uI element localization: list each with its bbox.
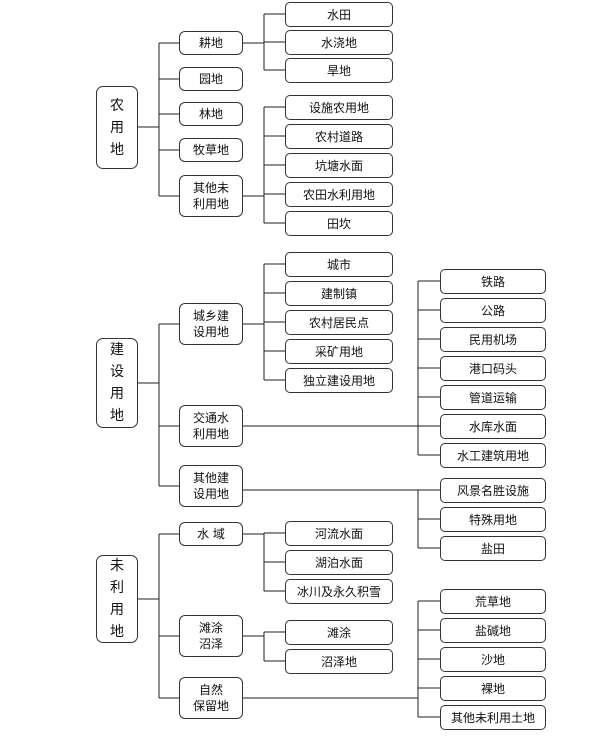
item-mining-land: 采矿用地 — [285, 339, 393, 364]
item-salt-field: 盐田 — [440, 536, 546, 561]
category-urban-rural-construction: 城乡建 设用地 — [179, 303, 243, 345]
item-organized-town: 建制镇 — [285, 281, 393, 306]
root-agricultural-land: 农 用 地 — [96, 86, 138, 169]
item-other-unused-land: 其他未利用土地 — [440, 705, 546, 730]
item-scenic-facility: 风景名胜设施 — [440, 478, 546, 503]
item-pond-water: 坑塘水面 — [285, 153, 393, 178]
item-pipeline-transport: 管道运输 — [440, 385, 546, 410]
item-port-wharf: 港口码头 — [440, 356, 546, 381]
item-facility-agricultural-land: 设施农用地 — [285, 95, 393, 120]
category-forest-land: 林地 — [179, 102, 243, 126]
category-cultivated-land: 耕地 — [179, 31, 243, 55]
item-marsh-land: 沼泽地 — [285, 649, 393, 674]
item-railway: 铁路 — [440, 269, 546, 294]
item-field-ridge: 田坎 — [285, 211, 393, 236]
item-city: 城市 — [285, 252, 393, 277]
category-natural-reserve: 自然 保留地 — [179, 677, 243, 719]
item-sandy-land: 沙地 — [440, 647, 546, 672]
item-reservoir-water: 水库水面 — [440, 414, 546, 439]
item-rural-settlement: 农村居民点 — [285, 310, 393, 335]
item-highway: 公路 — [440, 298, 546, 323]
item-barren-grassland: 荒草地 — [440, 589, 546, 614]
category-tidal-flat-marsh: 滩涂 沼泽 — [179, 615, 243, 657]
item-hydraulic-building-land: 水工建筑用地 — [440, 443, 546, 468]
item-tidal-flat: 滩涂 — [285, 620, 393, 645]
item-dry-land: 旱地 — [285, 58, 393, 83]
item-river-water: 河流水面 — [285, 521, 393, 546]
category-other-construction-land: 其他建 设用地 — [179, 465, 243, 507]
category-garden-land: 园地 — [179, 67, 243, 91]
item-farmland-water-conservancy: 农田水利用地 — [285, 182, 393, 207]
item-irrigated-land: 水浇地 — [285, 30, 393, 55]
item-glacier-permanent-snow: 冰川及永久积雪 — [285, 579, 393, 604]
item-lake-water: 湖泊水面 — [285, 550, 393, 575]
category-transport-water-conservancy: 交通水 利用地 — [179, 405, 243, 447]
category-pasture-land: 牧草地 — [179, 138, 243, 162]
item-civil-airport: 民用机场 — [440, 327, 546, 352]
item-special-land: 特殊用地 — [440, 507, 546, 532]
item-independent-construction-land: 独立建设用地 — [285, 368, 393, 393]
item-rural-road: 农村道路 — [285, 124, 393, 149]
category-other-agricultural-land: 其他未 利用地 — [179, 175, 243, 217]
category-water-area: 水 域 — [179, 522, 243, 546]
item-paddy-field: 水田 — [285, 2, 393, 27]
item-bare-land: 裸地 — [440, 676, 546, 701]
root-construction-land: 建 设 用 地 — [96, 338, 138, 428]
item-saline-alkali-land: 盐碱地 — [440, 618, 546, 643]
root-unused-land: 未 利 用 地 — [96, 555, 138, 643]
